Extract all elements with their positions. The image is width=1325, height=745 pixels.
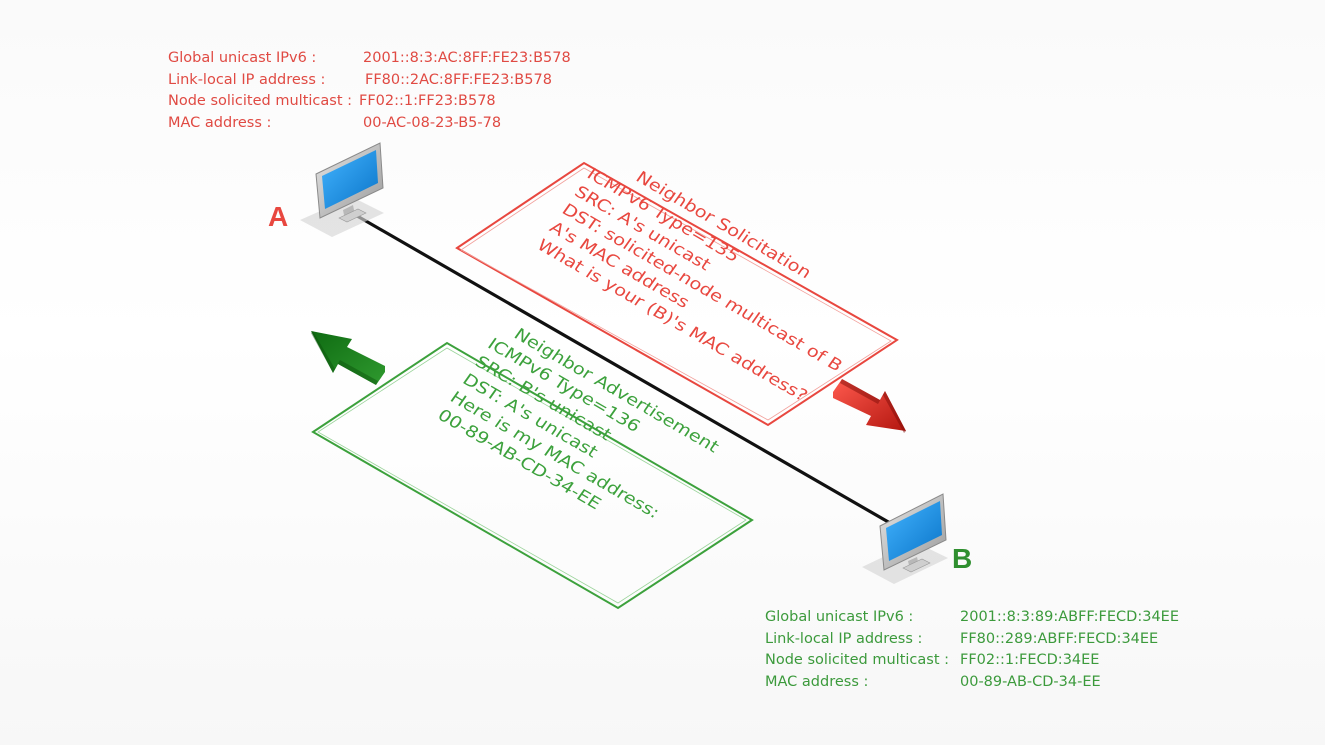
info-label: MAC address : bbox=[168, 114, 272, 131]
info-label: Link-local IP address : bbox=[765, 630, 923, 647]
computer-a-icon bbox=[300, 142, 384, 237]
network-link-line bbox=[350, 211, 892, 525]
computer-b-icon bbox=[862, 493, 948, 584]
neighbor-advertisement-box bbox=[311, 341, 754, 610]
info-value: FF80::289:ABFF:FECD:34EE bbox=[960, 630, 1159, 647]
info-label: MAC address : bbox=[765, 673, 869, 690]
info-value: 2001::8:3:AC:8FF:FE23:B578 bbox=[363, 50, 571, 66]
host-b-label: B bbox=[952, 543, 973, 574]
reply-arrow-icon bbox=[311, 331, 385, 385]
info-label: Global unicast IPv6 : bbox=[168, 50, 317, 66]
info-label: Node solicited multicast : bbox=[765, 652, 950, 668]
info-label: Node solicited multicast : bbox=[168, 93, 353, 109]
info-value: 00-89-AB-CD-34-EE bbox=[960, 673, 1101, 690]
neighbor-solicitation-box bbox=[455, 161, 899, 427]
info-value: FF80::2AC:8FF:FE23:B578 bbox=[365, 71, 552, 88]
info-label: Link-local IP address : bbox=[168, 71, 326, 88]
info-value: 2001::8:3:89:ABFF:FECD:34EE bbox=[960, 609, 1179, 625]
info-value: FF02::1:FF23:B578 bbox=[359, 93, 496, 109]
info-label: Global unicast IPv6 : bbox=[765, 609, 914, 625]
info-value: FF02::1:FECD:34EE bbox=[960, 652, 1100, 668]
request-arrow-icon bbox=[833, 379, 906, 433]
info-value: 00-AC-08-23-B5-78 bbox=[363, 114, 502, 131]
host-a-label: A bbox=[268, 201, 289, 232]
